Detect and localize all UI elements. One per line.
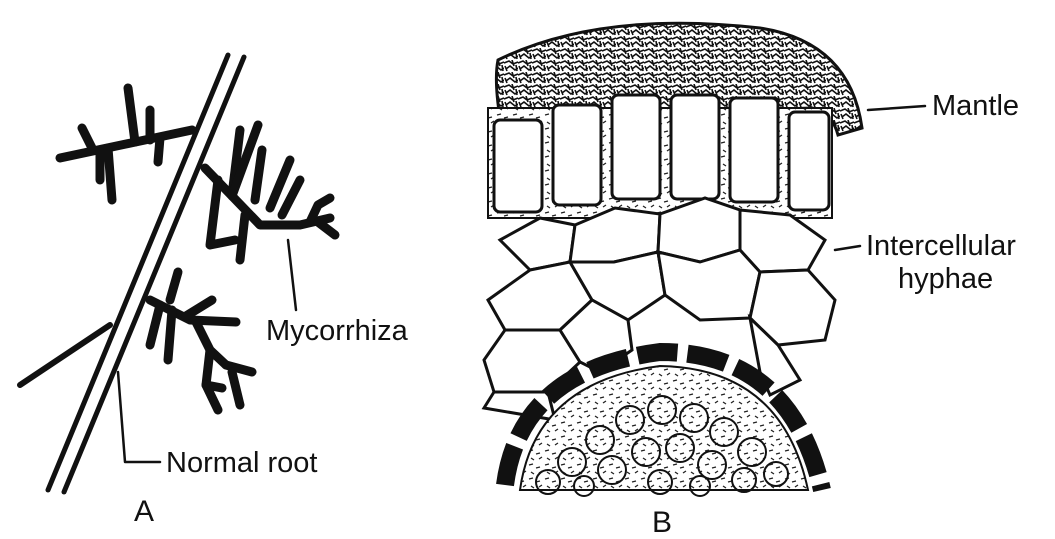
panel-b-label: B <box>652 506 672 539</box>
panel-a-label: A <box>134 495 154 528</box>
normal-root-pointer <box>118 372 160 462</box>
mycorrhiza-pointer <box>288 240 296 310</box>
intercellular-hyphae-pointer <box>835 246 860 250</box>
hyphae-label: hyphae <box>898 263 993 295</box>
upper-left-mycorrhizal-branch <box>60 88 192 200</box>
mantle-label: Mantle <box>932 90 1019 122</box>
panel-a-drawing: Mycorrhiza Normal root A <box>20 55 409 528</box>
intercellular-label: Intercellular <box>866 230 1016 262</box>
mantle-pointer <box>868 106 925 110</box>
normal-root-label: Normal root <box>166 447 318 479</box>
lower-mycorrhizal-cluster <box>150 272 252 410</box>
upper-right-mycorrhizal-cluster <box>205 125 335 260</box>
panel-b-drawing: Mantle Intercellular hyphae B <box>484 23 1019 539</box>
mycorrhiza-label: Mycorrhiza <box>266 315 409 347</box>
